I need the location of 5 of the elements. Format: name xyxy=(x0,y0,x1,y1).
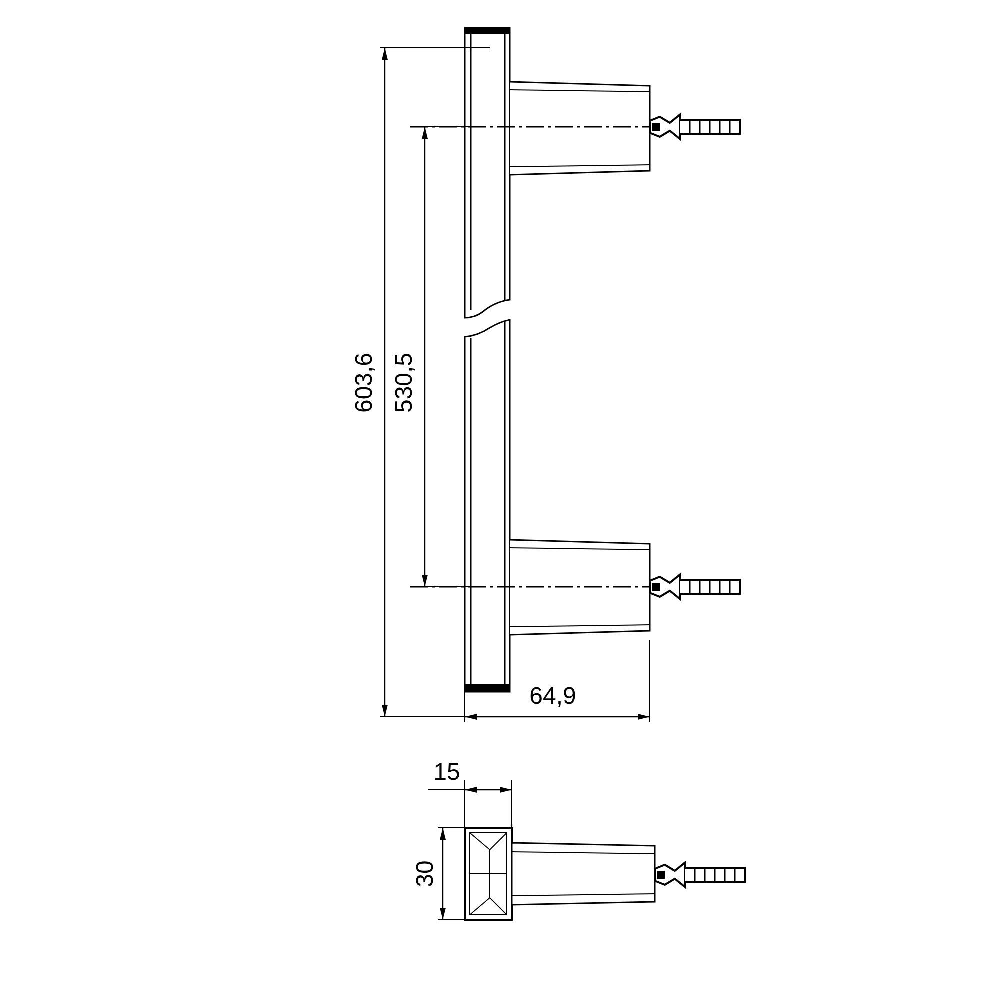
dimension-label: 530,5 xyxy=(393,352,417,414)
dimension-label: 64,9 xyxy=(530,685,576,709)
dimension-label: 30 xyxy=(414,860,438,888)
dimension-label: 15 xyxy=(434,761,460,785)
dimension-label: 603,6 xyxy=(353,352,377,414)
